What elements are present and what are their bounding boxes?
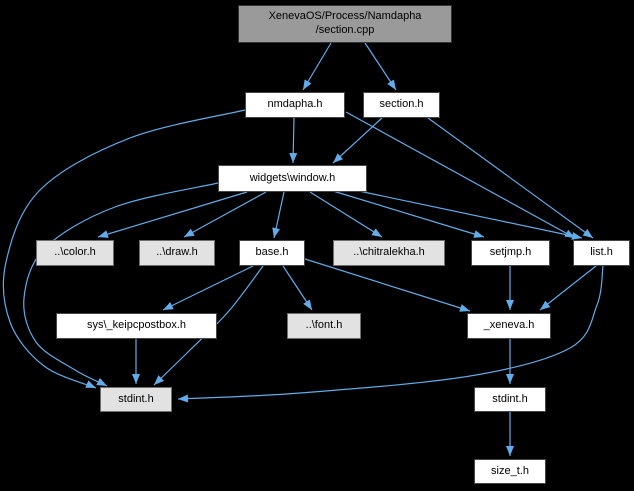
edge-section-h-to-window-h (332, 117, 383, 164)
edge-base-h-to-keipcpostbox-h (162, 265, 254, 311)
node-label: ..\draw.h (156, 246, 198, 259)
edge-window-h-to-list-h (353, 189, 583, 240)
edge-window-h-to-setjmp-h (332, 190, 485, 238)
node-keipcpostbox-h[interactable]: sys\_keipcpostbox.h (56, 313, 217, 339)
node-label: ..\chitralekha.h (353, 246, 425, 259)
node-section-h[interactable]: section.h (363, 92, 440, 118)
node-label: nmdapha.h (267, 98, 323, 111)
node-label: setjmp.h (489, 246, 532, 259)
node-draw-h[interactable]: ..\draw.h (139, 240, 215, 266)
edge-base-h-to-font-h (282, 265, 313, 311)
edge-nmdapha-h-to-list-h (345, 111, 576, 239)
edge-section-cpp-to-section-h (364, 42, 397, 91)
node-color-h[interactable]: ..\color.h (36, 240, 114, 266)
edge-window-h-to-chitralekha-h (309, 191, 383, 238)
edge-nmdapha-h-to-stdint-left (2, 109, 246, 389)
edge-window-h-to-color-h (97, 191, 248, 238)
node-list-h[interactable]: list.h (573, 240, 630, 266)
node-chitralekha-h[interactable]: ..\chitralekha.h (333, 240, 445, 266)
node-setjmp-h[interactable]: setjmp.h (471, 240, 550, 266)
node-xeneva-h[interactable]: _xeneva.h (467, 313, 551, 339)
node-base-h[interactable]: base.h (239, 240, 305, 266)
node-window-h[interactable]: widgets\window.h (218, 165, 367, 192)
node-size-t-h[interactable]: size_t.h (474, 459, 546, 484)
edge-window-h-to-draw-h (183, 191, 267, 238)
node-label: ..\color.h (54, 246, 96, 259)
node-nmdapha-h[interactable]: nmdapha.h (245, 92, 345, 118)
node-label: size_t.h (491, 464, 529, 477)
node-label: base.h (255, 246, 289, 259)
node-label: widgets\window.h (249, 171, 336, 184)
edge-section-h-to-list-h (427, 117, 594, 239)
node-section-cpp[interactable]: XenevaOS/Process/Namdapha/section.cpp (238, 5, 452, 43)
node-label: stdint.h (492, 392, 528, 405)
edge-list-h-to-xeneva-h (539, 265, 597, 311)
edge-section-cpp-to-nmdapha-h (302, 42, 332, 91)
node-stdint-left[interactable]: stdint.h (100, 387, 172, 412)
node-stdint-right[interactable]: stdint.h (474, 387, 546, 412)
edge-nmdapha-h-to-window-h (289, 117, 298, 164)
node-label: section.h (379, 98, 424, 111)
node-label: sys\_keipcpostbox.h (86, 319, 187, 332)
edge-window-h-to-base-h (272, 191, 285, 239)
node-label: /section.cpp (315, 24, 375, 36)
edge-list-h-to-stdint-left (177, 265, 604, 403)
node-font-h[interactable]: ..\font.h (287, 313, 361, 339)
edge-window-h-to-stdint-left (23, 182, 219, 387)
node-label: stdint.h (118, 392, 154, 405)
node-label: list.h (590, 246, 613, 259)
node-label: XenevaOS/Process/Namdapha (268, 10, 422, 23)
node-label: ..\font.h (305, 319, 343, 332)
edge-base-h-to-xeneva-h (304, 258, 471, 312)
node-label: _xeneva.h (483, 319, 535, 332)
